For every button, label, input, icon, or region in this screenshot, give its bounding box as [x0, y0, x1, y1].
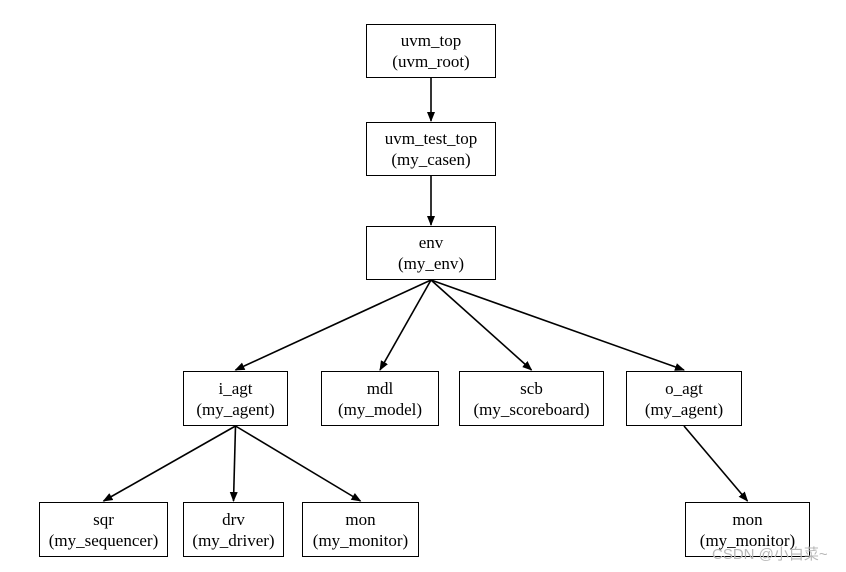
node-type-label: (my_agent) [196, 399, 275, 419]
node-name-label: i_agt [218, 378, 253, 398]
node-mon-o: mon(my_monitor) [685, 502, 810, 557]
node-type-label: (my_monitor) [699, 530, 796, 550]
edge-i-agt-to-sqr [102, 425, 236, 502]
node-i-agt: i_agt(my_agent) [183, 371, 288, 426]
node-type-label: (my_casen) [391, 150, 471, 169]
node-name-label: scb [520, 378, 543, 398]
node-type-label: (my_env) [397, 254, 465, 273]
node-uvm-top: uvm_top (uvm_root) [366, 24, 496, 78]
node-mdl: mdl(my_model) [321, 371, 439, 426]
edge-env-to-i-agt [234, 279, 432, 371]
node-name-label: o_agt [665, 378, 703, 398]
node-name-label: env [418, 233, 444, 252]
node-mon-i: mon(my_monitor) [302, 502, 419, 557]
edge-env-to-scb [430, 279, 533, 371]
node-env: env (my_env) [366, 226, 496, 280]
edge-env-to-mdl [379, 279, 432, 371]
node-name-label: mon [345, 509, 376, 529]
edge-o-agt-to-mon-o [683, 425, 749, 502]
node-uvm-test-top: uvm_test_top (my_casen) [366, 122, 496, 176]
edge-env-to-o-agt [430, 279, 685, 371]
edge-i-agt-to-drv [229, 425, 238, 502]
node-drv: drv(my_driver) [183, 502, 284, 557]
node-o-agt: o_agt(my_agent) [626, 371, 742, 426]
node-type-label: (my_driver) [192, 530, 275, 550]
node-type-label: (my_monitor) [312, 530, 409, 550]
node-name-label: uvm_top [400, 31, 462, 50]
node-name-label: drv [222, 509, 245, 529]
node-name-label: mon [732, 509, 763, 529]
node-type-label: (my_agent) [644, 399, 724, 419]
node-scb: scb(my_scoreboard) [459, 371, 604, 426]
node-type-label: (my_scoreboard) [473, 399, 590, 419]
edge-i-agt-to-mon-i [235, 425, 362, 502]
node-name-label: mdl [366, 378, 394, 398]
node-type-label: (my_model) [337, 399, 423, 419]
watermark: CSDN @小白菜~ [712, 546, 828, 563]
node-name-label: sqr [93, 509, 114, 529]
node-name-label: uvm_test_top [384, 129, 478, 148]
node-type-label: (my_sequencer) [48, 530, 159, 550]
node-type-label: (uvm_root) [392, 52, 470, 71]
node-sqr: sqr(my_sequencer) [39, 502, 168, 557]
